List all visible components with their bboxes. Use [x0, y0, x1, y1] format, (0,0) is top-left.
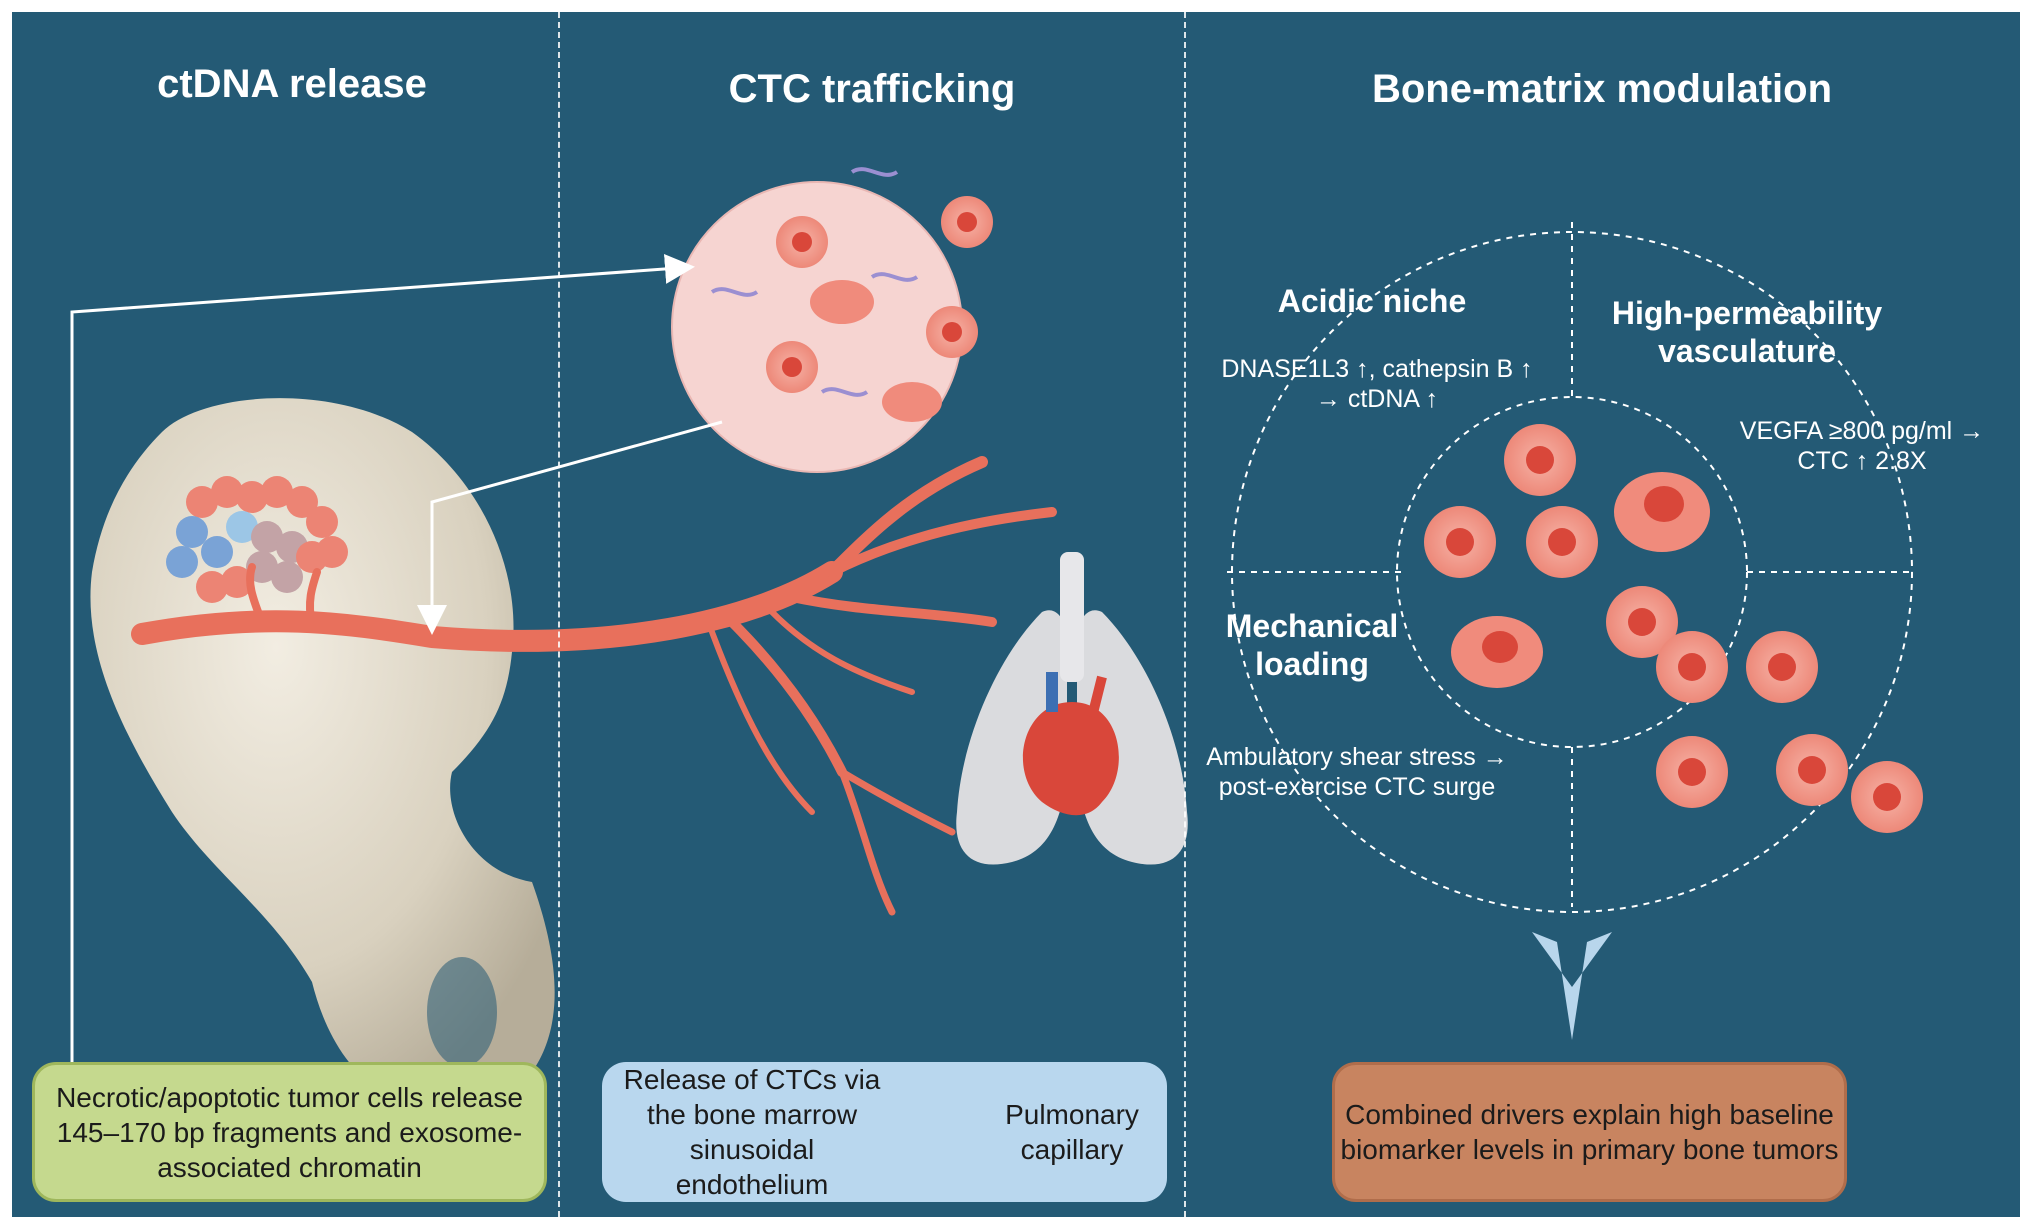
mechanical-loading-detail: Ambulatory shear stress → post-exercise …	[1206, 743, 1508, 801]
ctc-title: CTC trafficking	[728, 67, 1016, 111]
tumor-cluster	[166, 476, 348, 603]
conclusion-text: Combined drivers explain high baseline b…	[1340, 1099, 1839, 1165]
divider-right	[1184, 12, 1186, 1217]
ctc-destination-text: Pulmonary capillary	[1005, 1099, 1139, 1165]
magnified-view	[671, 167, 993, 473]
ctdna-summary-text: Necrotic/apoptotic tumor cells release 1…	[56, 1081, 523, 1183]
illustration	[70, 167, 1923, 1142]
ctc-summary-box: Release of CTCs via the bone marrow sinu…	[602, 1062, 1167, 1202]
divider-left	[558, 12, 560, 1217]
vasculature-heading: High-permeability vasculature	[1611, 295, 1883, 370]
blood-vessels	[131, 456, 1057, 916]
tumor-cells	[1424, 424, 1923, 833]
bone-matrix-title: Bone-matrix modulation	[1371, 67, 1833, 111]
ctdna-title: ctDNA release	[157, 62, 427, 106]
lungs-heart	[956, 552, 1188, 865]
ctdna-summary-box: Necrotic/apoptotic tumor cells release 1…	[32, 1062, 547, 1202]
bone-matrix-diagram	[1227, 222, 1913, 913]
acidic-niche-detail: DNASE1L3 ↑, cathepsin B ↑ → ctDNA ↑	[1221, 355, 1533, 413]
figure-background: ctDNA release CTC trafficking Bone-matri…	[12, 12, 2020, 1217]
connector-arrows	[70, 253, 723, 1072]
acidic-niche-heading: Acidic niche	[1277, 283, 1467, 319]
ctc-release-text: Release of CTCs via the bone marrow sinu…	[623, 1064, 881, 1200]
conclusion-box: Combined drivers explain high baseline b…	[1332, 1062, 1847, 1202]
vasculature-detail: VEGFA ≥800 pg/ml → CTC ↑ 2.8X	[1739, 417, 1985, 475]
down-arrow	[1532, 932, 1612, 1040]
mechanical-loading-heading: Mechanical loading	[1225, 608, 1399, 683]
